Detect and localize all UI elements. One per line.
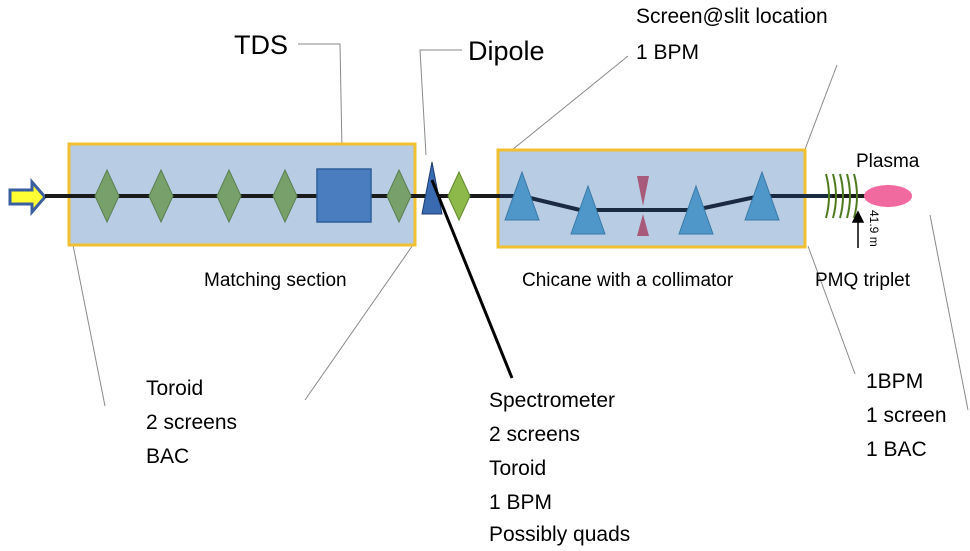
spectrometer-note-line-4: 1 BPM bbox=[489, 491, 553, 514]
chicane-dipole-4-icon bbox=[744, 170, 780, 221]
quad-4-icon bbox=[272, 168, 298, 224]
quad-5-icon bbox=[386, 168, 412, 224]
pmq-triplet-icon bbox=[825, 173, 858, 219]
spectrometer-note-line-5: Possibly quads bbox=[489, 523, 631, 546]
tds-label: TDS bbox=[234, 30, 288, 60]
quad-3-icon bbox=[216, 168, 242, 224]
quad-2-icon bbox=[148, 168, 174, 224]
chicane-label: Chicane with a collimator bbox=[522, 270, 734, 291]
spectrometer-note-line-2: 2 screens bbox=[489, 423, 581, 446]
matching-note-line-1: Toroid bbox=[146, 377, 204, 400]
dipole-magnet-icon bbox=[421, 161, 443, 215]
tds-cavity-icon bbox=[316, 168, 372, 223]
distance-label: 41.9 m bbox=[867, 210, 881, 247]
pmq-note-line-1: 1BPM bbox=[866, 370, 924, 393]
spectrometer-note-line-1: Spectrometer bbox=[489, 389, 616, 412]
dipole-label: Dipole bbox=[468, 36, 545, 66]
spectrometer-line bbox=[430, 179, 514, 379]
collimator-bottom-icon bbox=[637, 214, 649, 236]
screen-slit-bpm-label: 1 BPM bbox=[636, 41, 700, 64]
chicane-dipole-1-icon bbox=[504, 170, 540, 221]
distance-arrow-icon bbox=[851, 210, 865, 248]
pmq-note-line-2: 1 screen bbox=[866, 404, 947, 427]
quad-after-dipole-icon bbox=[447, 170, 471, 222]
collimator-top-icon bbox=[637, 176, 649, 206]
chicane-dipole-2-icon bbox=[570, 184, 606, 235]
quad-1-icon bbox=[94, 168, 120, 224]
screen-slit-leader-line bbox=[511, 55, 629, 151]
matching-note-line-3: BAC bbox=[146, 445, 190, 468]
matching-section-label: Matching section bbox=[204, 270, 347, 291]
matching-note-leader-left bbox=[69, 229, 106, 407]
pmq-note-line-3: 1 BAC bbox=[866, 438, 927, 461]
dipole-leader-line bbox=[419, 49, 462, 156]
plasma-cell-icon bbox=[864, 185, 912, 207]
screen-slit-label: Screen@slit location bbox=[636, 5, 828, 28]
tds-leader-line bbox=[298, 43, 343, 151]
plasma-note-leader-line bbox=[929, 214, 969, 411]
spectrometer-note-line-3: Toroid bbox=[489, 457, 547, 480]
plasma-label: Plasma bbox=[856, 151, 920, 172]
pmq-leader-line-top bbox=[803, 64, 838, 153]
chicane-dipole-3-icon bbox=[678, 184, 714, 235]
pmq-triplet-label: PMQ triplet bbox=[815, 270, 911, 291]
beam-input-arrow-icon bbox=[8, 177, 47, 217]
matching-note-leader-right bbox=[304, 241, 416, 401]
pmq-note-leader-line bbox=[807, 245, 856, 375]
matching-note-line-2: 2 screens bbox=[146, 411, 238, 434]
